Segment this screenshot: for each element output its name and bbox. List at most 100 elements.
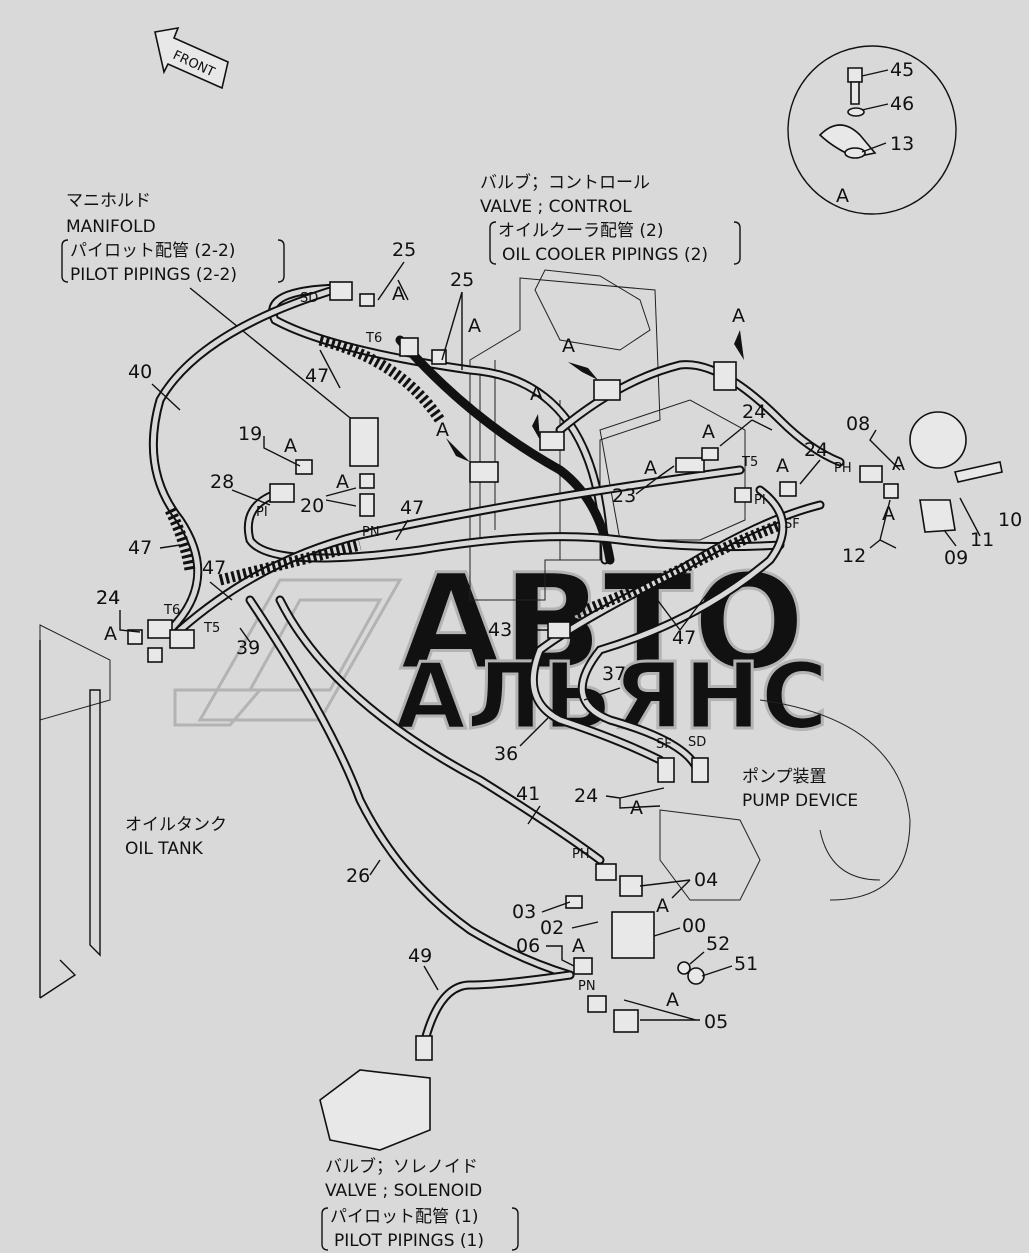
part-number: 51 [734,953,758,975]
port-label: PN [578,979,596,994]
part-numbers: 25 25 40 47 19 28 20 47 47 24 24 24 08 2… [96,239,1022,1033]
part-number: 39 [236,637,260,659]
ref-a: A [892,453,905,475]
part-number: 19 [238,423,262,445]
ref-a: A [572,935,585,957]
label-pump: ポンプ装置 PUMP DEVICE [742,767,858,811]
fittings [127,281,1003,1151]
ref-a: A [468,315,481,337]
ref-a: A [336,471,349,493]
part-number: 41 [516,783,540,805]
label-solenoid-valve: バルブ；ソレノイド VALVE ; SOLENOID パイロット配管 (1) P… [321,1156,519,1251]
valve-solenoid-en: VALVE ; SOLENOID [325,1181,482,1201]
part-number: 09 [944,547,968,569]
part-number: 37 [602,663,626,685]
pump-device [659,699,911,901]
port-label: T5 [741,455,758,470]
pilot22-jp: パイロット配管 (2-2) [70,241,235,261]
part-number: 52 [706,933,730,955]
ref-a: A [284,435,297,457]
ref-a: A [562,335,575,357]
part-number: 24 [96,587,120,609]
part-number: 46 [890,93,914,115]
port-label: SF [784,517,800,532]
part-number: 06 [516,935,540,957]
part-number: 24 [96,587,120,609]
ref-a: A [732,305,745,327]
port-label: T6 [365,331,382,346]
valve-control-en: VALVE ; CONTROL [480,197,632,217]
part-number: 24 [742,401,766,423]
manifold-en: MANIFOLD [66,217,156,237]
label-control-valve: バルブ；コントロール VALVE ; CONTROL オイルクーラ配管 (2) … [480,172,741,265]
part-number: 08 [846,413,870,435]
part-number: 25 [450,269,474,291]
pump-jp: ポンプ装置 [742,767,827,787]
part-number: 43 [488,619,512,641]
part-number: 04 [694,869,718,891]
part-number: 26 [346,865,370,887]
pump-en: PUMP DEVICE [742,791,858,811]
ref-a: A [392,283,405,305]
port-label: PI [256,505,268,520]
part-number: 47 [672,627,696,649]
pilot22-en: PILOT PIPINGS (2-2) [70,265,237,285]
part-number: 25 [392,239,416,261]
part-number: 40 [128,361,152,383]
port-label: PH [834,461,852,476]
ref-a: A [644,457,657,479]
watermark-line2: АЛЬЯНС [395,643,828,750]
oil-tank-jp: オイルタンク [125,815,227,835]
oil-cooler-jp: オイルクーラ配管 (2) [498,221,663,241]
part-number: 12 [842,545,866,567]
part-number: 05 [704,1011,728,1033]
part-number: 47 [400,497,424,519]
port-label: PN [362,525,380,540]
part-number: 24 [574,785,598,807]
ref-a: A [436,419,449,441]
part-number: 28 [210,471,234,493]
part-number: 00 [682,915,706,937]
oil-cooler-en: OIL COOLER PIPINGS (2) [502,245,708,265]
port-label: SD [300,291,318,306]
part-number: 47 [128,537,152,559]
detail-ref: A [836,185,849,207]
part-number: 02 [540,917,564,939]
part-number: 11 [970,529,994,551]
ref-letters: A A A A A A A A A A A A A A A A A A [104,283,905,1011]
ref-a: A [656,895,669,917]
part-number: 13 [890,133,914,155]
watermark-line1: АВТО [400,546,805,700]
part-number: 10 [998,509,1022,531]
ref-a: A [776,455,789,477]
watermark: АВТО АЛЬЯНС [173,545,830,752]
port-label: PH [572,847,590,862]
ref-a: A [104,623,117,645]
port-labels: SD T6 PI PN T5 PH SF T6 T5 PI PH SF SD P… [163,291,852,994]
part-number: 45 [890,59,914,81]
front-arrow-icon: FRONT [154,26,229,90]
port-label: PI [754,493,766,508]
part-number: 36 [494,743,518,765]
ref-a: A [530,383,543,405]
part-number: 47 [202,557,226,579]
valve-control-jp: バルブ；コントロール [480,172,650,193]
ref-a: A [630,797,643,819]
port-label: SF [656,737,672,752]
pilot1-en: PILOT PIPINGS (1) [334,1231,484,1251]
part-number: 47 [305,365,329,387]
hoses [148,283,845,1045]
part-number: 23 [612,485,636,507]
part-number: 03 [512,901,536,923]
oil-tank-en: OIL TANK [125,839,204,859]
oil-tank [39,624,111,999]
port-label: T6 [163,603,180,618]
ref-a: A [702,421,715,443]
pilot1-jp: パイロット配管 (1) [330,1207,478,1227]
port-label: T5 [203,621,220,636]
part-number: 20 [300,495,324,517]
port-label: SD [688,735,706,750]
valve-solenoid-jp: バルブ；ソレノイド [325,1156,478,1177]
part-number: 24 [804,439,828,461]
